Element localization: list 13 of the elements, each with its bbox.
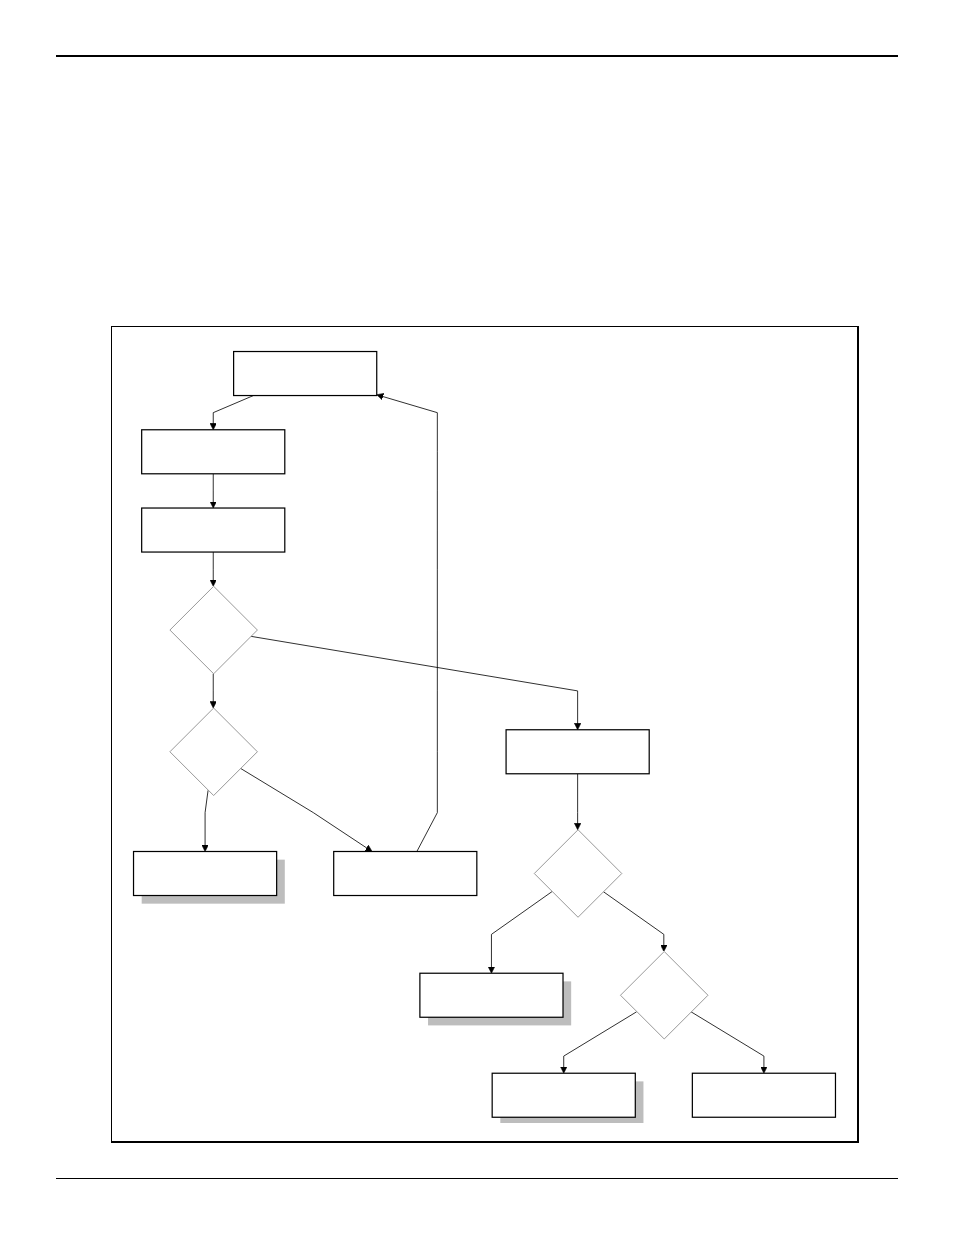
process-box [691,1072,837,1118]
decision-diamond [169,707,258,796]
process-box [491,1072,644,1124]
process-box [333,850,478,896]
process-box [419,972,572,1025]
process-box [141,507,286,553]
process-box [505,728,650,774]
decision-diamond [620,950,709,1039]
decision-diamond [169,585,258,674]
process-box [132,850,285,904]
process-box [141,428,286,474]
process-box [233,350,378,396]
decision-diamond [533,828,623,918]
